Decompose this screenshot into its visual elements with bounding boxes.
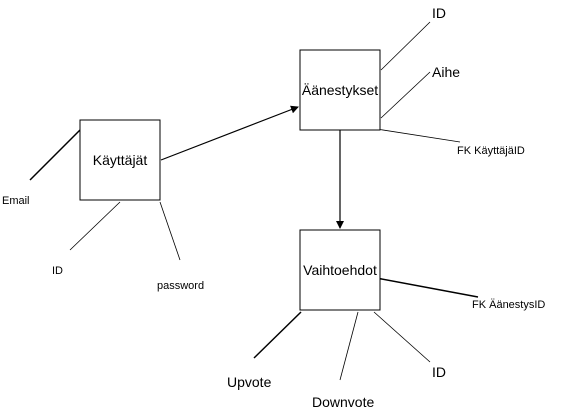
attr-line-aanestykset-id: [380, 21, 431, 71]
attr-line-kayttajat-email: [29, 129, 81, 181]
attr-label-aanestykset-aihe: Aihe: [432, 64, 460, 80]
attr-line-aanestykset-fk: [369, 127, 461, 143]
entity-vaihtoehdot[interactable]: Vaihtoehdot: [299, 229, 381, 311]
attr-line-kayttajat-id: [69, 201, 121, 251]
attr-label-kayttajat-password: password: [157, 280, 204, 292]
entity-label-kayttajat: Käyttäjät: [93, 152, 148, 168]
attr-label-vaihtoehdot-upvote: Upvote: [227, 374, 272, 390]
entity-box-vaihtoehdot: [299, 229, 381, 311]
entity-label-aanestykset: Äänestykset: [302, 82, 378, 98]
attr-line-vaihtoehdot-upvote: [253, 311, 302, 359]
entity-box-kayttajat: [79, 119, 161, 201]
entity-kayttajat[interactable]: Käyttäjät: [79, 119, 161, 201]
attr-line-vaihtoehdot-id: [373, 311, 431, 363]
entity-aanestykset[interactable]: Äänestykset: [299, 49, 381, 131]
attr-line-kayttajat-password: [159, 201, 181, 261]
attr-label-aanestykset-id: ID: [432, 5, 446, 21]
attr-label-kayttajat-email: Email: [2, 195, 30, 207]
attr-label-vaihtoehdot-downvote: Downvote: [312, 394, 374, 410]
entity-box-aanestykset: [299, 49, 381, 131]
attr-label-vaihtoehdot-fk: FK ÄänestysID: [472, 299, 545, 311]
attr-label-vaihtoehdot-id: ID: [432, 364, 446, 380]
attr-line-vaihtoehdot-fk: [370, 276, 479, 298]
entity-label-vaihtoehdot: Vaihtoehdot: [303, 262, 377, 278]
attr-line-vaihtoehdot-downvote: [339, 311, 359, 381]
attr-label-kayttajat-id: ID: [52, 265, 63, 277]
relation-arrow-kayttajat-aanestykset: [160, 105, 299, 161]
attr-label-aanestykset-fk: FK KäyttäjäID: [457, 145, 525, 157]
attr-line-aanestykset-aihe: [380, 71, 431, 119]
